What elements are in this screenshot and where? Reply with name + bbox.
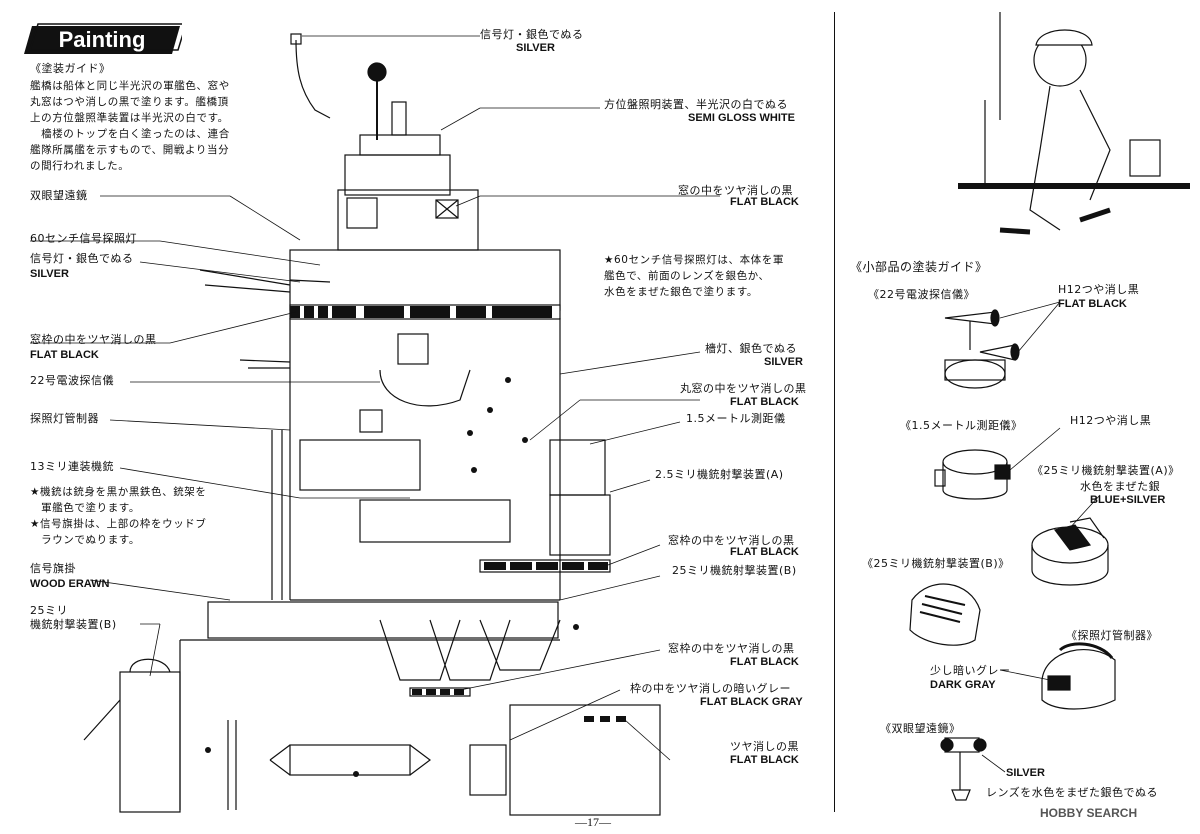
searchlight-controller-en: DARK GRAY <box>930 679 996 691</box>
label-flag-rack-en: WOOD ERAWN <box>30 578 110 590</box>
page-number: —17— <box>575 815 611 829</box>
label-flat-en: FLAT BLACK <box>730 754 799 766</box>
mount-a-en: BLUE+SILVER <box>1090 494 1166 506</box>
rangefinder-title: 《1.5メートル測距儀》 <box>900 419 1023 432</box>
label-mount-25a: 2.5ミリ機銃射撃装置(A) <box>655 468 784 481</box>
parts-guide-title: 《小部品の塗装ガイド》 <box>850 260 988 274</box>
svg-text:Painting: Painting <box>59 27 146 52</box>
radar-en: FLAT BLACK <box>1058 298 1127 310</box>
binoculars-title: 《双眼望遠鏡》 <box>880 722 961 735</box>
label-top-signal-en: SILVER <box>516 42 555 54</box>
mount-a-jp: 水色をまぜた銀 <box>1080 480 1161 493</box>
label-dim-gray: 枠の中をツヤ消しの暗いグレー <box>630 682 791 695</box>
intro-paragraph: 艦橋は船体と同じ半光沢の軍艦色、窓や 丸窓はつや消しの黒で塗ります。艦橋頂 上の… <box>30 80 230 172</box>
painting-logo: Painting <box>22 22 188 54</box>
label-porthole-en: FLAT BLACK <box>730 396 799 408</box>
label-searchlight-60: 60センチ信号探照灯 <box>30 232 137 245</box>
mg-note: ★機銃は銃身を黒か黒鉄色、銃架を 軍艦色で塗ります。 ★信号旗掛は、上部の枠をウ… <box>30 486 207 546</box>
label-frame-1: 窓枠の中をツヤ消しの黒 <box>668 534 795 547</box>
label-mount-25b: 25ミリ機銃射撃装置(B) <box>672 564 797 577</box>
binoculars-illustration <box>940 737 987 801</box>
label-window-frame-en: FLAT BLACK <box>30 349 99 361</box>
searchlight-controller-title: 《探照灯管制器》 <box>1066 629 1158 642</box>
label-flag-rack: 信号旗掛 <box>30 562 76 575</box>
sailor-illustration <box>958 12 1190 235</box>
mount-25b-illustration <box>909 583 981 646</box>
label-top-signal: 信号灯・銀色でぬる <box>480 28 584 41</box>
label-window: 窓の中をツヤ消しの黒 <box>678 184 793 197</box>
label-frame-1-en: FLAT BLACK <box>730 546 799 558</box>
radar-code: H12つや消し黒 <box>1058 283 1140 296</box>
note-searchlight-60: ★60センチ信号探照灯は、本体を軍 艦色で、前面のレンズを銀色か、 水色をまぜた… <box>604 254 784 298</box>
column-divider <box>834 12 835 812</box>
label-signal-lamp: 信号灯・銀色でぬる <box>30 252 134 265</box>
label-searchlight-controller: 探照灯管制器 <box>30 412 99 425</box>
section-subtitle: 《塗装ガイド》 <box>30 62 111 75</box>
binoculars-jp: レンズを水色をまぜた銀色でぬる <box>986 786 1158 799</box>
label-signal-lamp-en: SILVER <box>30 268 69 280</box>
binoculars-en: SILVER <box>1006 767 1045 779</box>
searchlight-controller-illustration <box>1041 642 1116 710</box>
watermark-logo: HOBBY SEARCH <box>1040 806 1138 820</box>
label-mount-25b-a: 25ミリ <box>30 604 68 617</box>
mount-25a-illustration <box>1031 517 1109 586</box>
label-mount-25b-b: 機銃射撃装置(B) <box>30 618 117 631</box>
label-porthole: 丸窓の中をツヤ消しの黒 <box>680 382 807 395</box>
radar-title: 《22号電波探信儀》 <box>868 288 975 301</box>
label-binoculars: 双眼望遠鏡 <box>30 189 88 202</box>
label-mg-13: 13ミリ連装機銃 <box>30 460 114 473</box>
label-flat: ツヤ消しの黒 <box>730 740 799 753</box>
mount-b-title: 《25ミリ機銃射撃装置(B)》 <box>862 557 1010 570</box>
label-dim-gray-en: FLAT BLACK GRAY <box>700 696 803 708</box>
label-window-en: FLAT BLACK <box>730 196 799 208</box>
rangefinder-illustration <box>934 449 1011 500</box>
label-masthead-lamp: 檣灯、銀色でぬる <box>705 342 797 355</box>
radar-22-illustration <box>944 309 1020 389</box>
label-director: 方位盤照明装置、半光沢の白でぬる <box>604 98 788 111</box>
label-window-frame: 窓枠の中をツヤ消しの黒 <box>30 333 157 346</box>
label-director-en: SEMI GLOSS WHITE <box>688 112 795 124</box>
label-rangefinder: 1.5メートル測距儀 <box>686 412 786 425</box>
searchlight-controller-jp: 少し暗いグレー <box>930 664 1011 677</box>
label-masthead-lamp-en: SILVER <box>764 356 803 368</box>
label-frame-2: 窓枠の中をツヤ消しの黒 <box>668 642 795 655</box>
rangefinder-code: H12つや消し黒 <box>1070 414 1152 427</box>
mount-a-title: 《25ミリ機銃射撃装置(A)》 <box>1032 464 1180 477</box>
label-frame-2-en: FLAT BLACK <box>730 656 799 668</box>
label-radar-22: 22号電波探信儀 <box>30 374 114 387</box>
